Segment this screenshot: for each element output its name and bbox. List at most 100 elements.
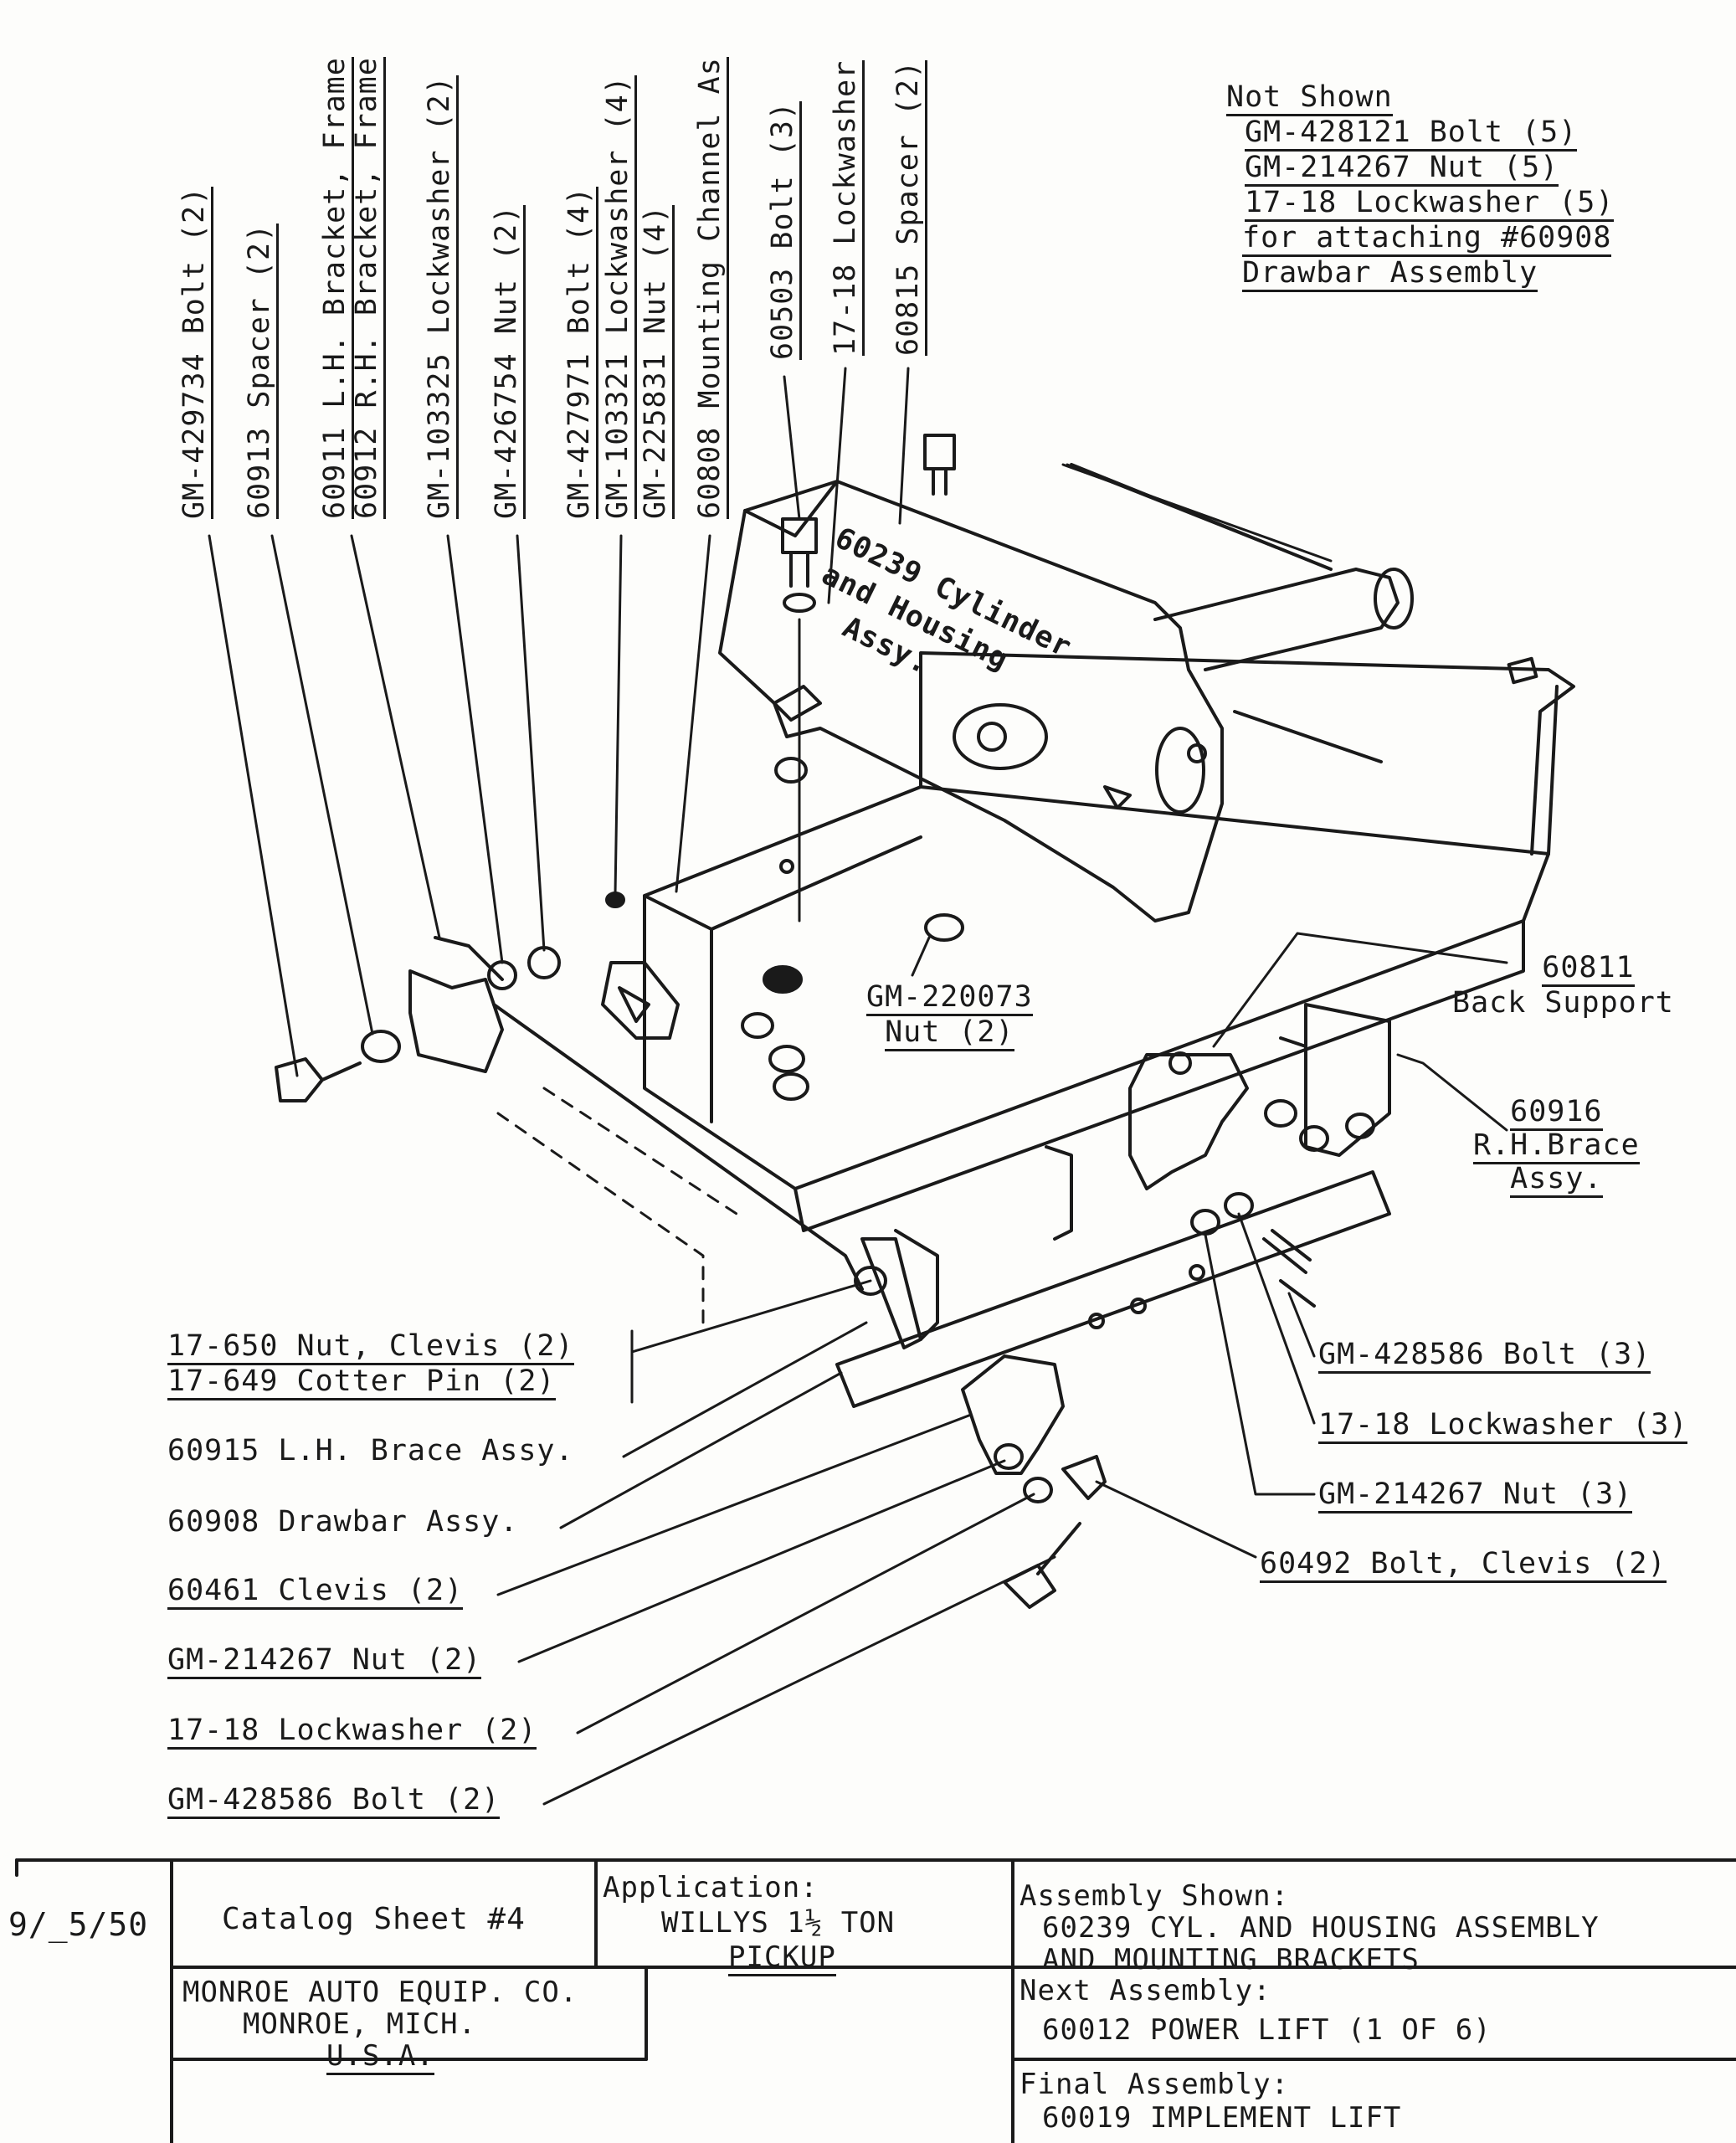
- drawbar-hole-2: [1130, 1298, 1147, 1314]
- brace-leg-2: [1045, 1145, 1073, 1241]
- frame-rail-line: [492, 1003, 864, 1291]
- bracket-plate: [601, 961, 680, 1040]
- leader-60913: [270, 534, 374, 1036]
- vlabel-60815: 60815 Spacer (2): [891, 59, 927, 356]
- not-shown-heading: Not Shown: [1226, 80, 1614, 116]
- cylinder-clevis-end: [1374, 568, 1414, 630]
- clevis-washer: [1023, 1477, 1053, 1503]
- leader-gm428586-r: [1287, 1292, 1316, 1358]
- clevis-bolt-gm428586: [1003, 1522, 1081, 1609]
- leader-gm214267-l: [517, 1459, 1006, 1663]
- lh-bracket-flange: [434, 936, 504, 981]
- channel-hole: [779, 859, 794, 874]
- bolt-60503: [781, 517, 818, 588]
- brace-leg-3: [1279, 1036, 1307, 1149]
- back-support-60811: [1128, 1053, 1249, 1190]
- leader-60915: [622, 1321, 868, 1458]
- not-shown-line-2: GM-214267 Nut (5): [1245, 150, 1614, 187]
- housing-lower-boss: [1155, 727, 1205, 814]
- back-tray-inner: [1547, 685, 1559, 856]
- vlabel-1718: 17-18 Lockwasher: [829, 59, 865, 356]
- tb-company-2: MONROE, MICH.: [243, 2007, 477, 2041]
- callout-60492: 60492 Bolt, Clevis (2): [1260, 1547, 1667, 1583]
- drag-bar-line-right: [1233, 710, 1383, 763]
- tb-next-assembly-label: Next Assembly:: [1020, 1974, 1271, 2007]
- back-support-label: 60811 Back Support: [1452, 951, 1674, 1020]
- leader-60808: [675, 534, 711, 893]
- callout-gm214267-r: GM-214267 Nut (3): [1318, 1477, 1633, 1513]
- leader-60492: [1095, 1480, 1257, 1559]
- leader-1718-r: [1237, 1212, 1316, 1425]
- bolt-gm428586-r1: [1262, 1229, 1312, 1274]
- rh-brace-nut-3: [1345, 1113, 1375, 1139]
- leader-60503: [783, 375, 801, 521]
- leader-gm214267-r: [1204, 1233, 1316, 1496]
- leader-rh-brace: [1396, 1053, 1508, 1132]
- back-support-hole: [1168, 1051, 1192, 1075]
- vlabel-gm103325: GM-103325 Lockwasher (2): [423, 75, 459, 519]
- tb-final-assembly-label: Final Assembly:: [1020, 2068, 1290, 2101]
- tb-application-value-2: PICKUP: [728, 1940, 836, 1976]
- nut-gm220073-a: [763, 965, 803, 994]
- tb-assembly-shown-1: 60239 CYL. AND HOUSING ASSEMBLY: [1042, 1911, 1600, 1945]
- leader-gm428586-l: [542, 1555, 1056, 1806]
- tb-assembly-shown-2: AND MOUNTING BRACKETS: [1042, 1943, 1420, 1976]
- housing-pivot-boss: [953, 703, 1048, 770]
- clevis-pin-nut: [854, 1266, 887, 1296]
- spacer-60913: [361, 1030, 401, 1063]
- bolt-gm428586-r2: [1279, 1279, 1316, 1308]
- leader-17650: [630, 1279, 872, 1354]
- leader-60908: [559, 1371, 843, 1529]
- leader-back-support: [1212, 932, 1508, 1048]
- bolt-60815: [923, 434, 956, 496]
- callout-gm214267-l: GM-214267 Nut (2): [167, 1643, 482, 1679]
- leader-1718-l: [576, 1493, 1035, 1734]
- leader-gm429734: [208, 534, 299, 1077]
- housing-mark: [1103, 785, 1132, 809]
- vlabel-gm429734: GM-429734 Bolt (2): [177, 186, 213, 519]
- tray-slot: [1507, 656, 1538, 685]
- leader-gm427971: [614, 534, 623, 896]
- leader-60815: [898, 367, 910, 525]
- tb-catalog-sheet: Catalog Sheet #4: [222, 1902, 526, 1936]
- cylinder-housing-edge: [743, 480, 839, 537]
- leader-1718: [827, 367, 847, 604]
- nut-gm220073-b: [924, 913, 964, 942]
- channel-front-face: [794, 919, 1525, 1232]
- cylinder-piston: [1153, 568, 1400, 671]
- leader-nut-gm220073: [911, 936, 931, 977]
- lockwasher-gm103325: [487, 960, 517, 990]
- vlabel-60911: 60911 L.H. Bracket, Frame: [318, 57, 354, 519]
- leader-60911: [350, 534, 441, 939]
- leader-gm426754: [516, 534, 546, 952]
- housing-foot-left: [773, 685, 822, 722]
- callout-gm428586-l: GM-428586 Bolt (2): [167, 1783, 501, 1819]
- drawbar-hole-3: [1189, 1264, 1205, 1281]
- not-shown-line-5: Drawbar Assembly: [1242, 255, 1614, 292]
- vlabel-gm427971: GM-427971 Bolt (4): [562, 186, 598, 519]
- not-shown-line-1: GM-428121 Bolt (5): [1245, 115, 1614, 152]
- callout-17650: 17-650 Nut, Clevis (2): [167, 1329, 574, 1365]
- clevis-nut-1: [994, 1443, 1024, 1470]
- callout-gm428586-r: GM-428586 Bolt (3): [1318, 1338, 1651, 1374]
- lh-frame-bracket: [408, 969, 504, 1073]
- housing-lower-hole: [1187, 743, 1207, 763]
- rh-brace-label: 60916 R.H.Brace Assy.: [1473, 1095, 1640, 1198]
- tb-final-assembly-value: 60019 IMPLEMENT LIFT: [1042, 2101, 1402, 2135]
- not-shown-line-3: 17-18 Lockwasher (5): [1245, 185, 1615, 222]
- leader-not-shown: [1061, 463, 1333, 563]
- nut-gm220073-label: GM-220073 Nut (2): [866, 979, 1033, 1051]
- clevis-60461: [961, 1354, 1065, 1475]
- clevis-bolt-60492: [1061, 1455, 1107, 1500]
- callout-17649: 17-649 Cotter Pin (2): [167, 1364, 556, 1400]
- callout-60915: 60915 L.H. Brace Assy.: [167, 1434, 574, 1467]
- lockwasher-1718: [783, 593, 816, 613]
- tb-date: 9/_5/50: [8, 1906, 149, 1943]
- vlabel-gm225831: GM-225831 Nut (4): [639, 204, 675, 519]
- not-shown-line-4: for attaching #60908: [1242, 220, 1614, 257]
- drawbar-hole-1: [1088, 1313, 1105, 1329]
- cylinder-housing: [718, 480, 1224, 922]
- tb-next-assembly-value: 60012 POWER LIFT (1 OF 6): [1042, 2013, 1492, 2047]
- nut-gm225831: [768, 1045, 805, 1073]
